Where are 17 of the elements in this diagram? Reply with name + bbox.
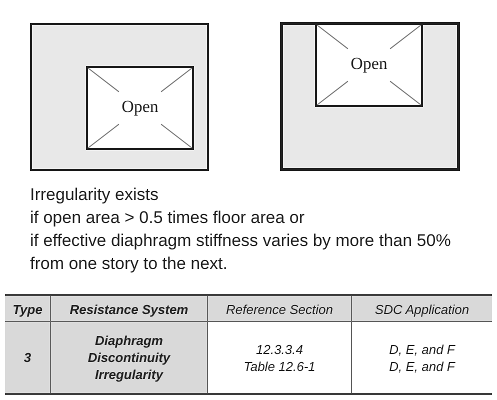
table-cell-text: Diaphragm Discontinuity Irregularity xyxy=(86,332,172,383)
floor-plan-outline xyxy=(30,23,209,171)
open-label: Open xyxy=(350,54,388,74)
header-cell: Type xyxy=(12,300,42,318)
note-text: if open area > 0.5 times floor area or xyxy=(30,207,305,229)
header-cell: Resistance System xyxy=(70,300,188,318)
floor-plan-outline xyxy=(280,22,460,171)
table-cell: 3 xyxy=(24,349,32,366)
table-cell: D, E, and F xyxy=(389,340,455,358)
note-text: Irregularity exists xyxy=(30,184,158,206)
header-cell: SDC Application xyxy=(374,300,470,318)
open-label: Open xyxy=(120,97,160,117)
table-cell: D, E, and F xyxy=(389,358,455,374)
table-cell-text: 12.3.3.4 xyxy=(255,340,304,358)
table-cell: Table 12.6-1 xyxy=(244,358,316,374)
header-cell: Reference Section xyxy=(226,300,333,318)
note-text: if effective diaphragm stiffness varies by more than 50% from one story to the next. xyxy=(30,230,452,275)
